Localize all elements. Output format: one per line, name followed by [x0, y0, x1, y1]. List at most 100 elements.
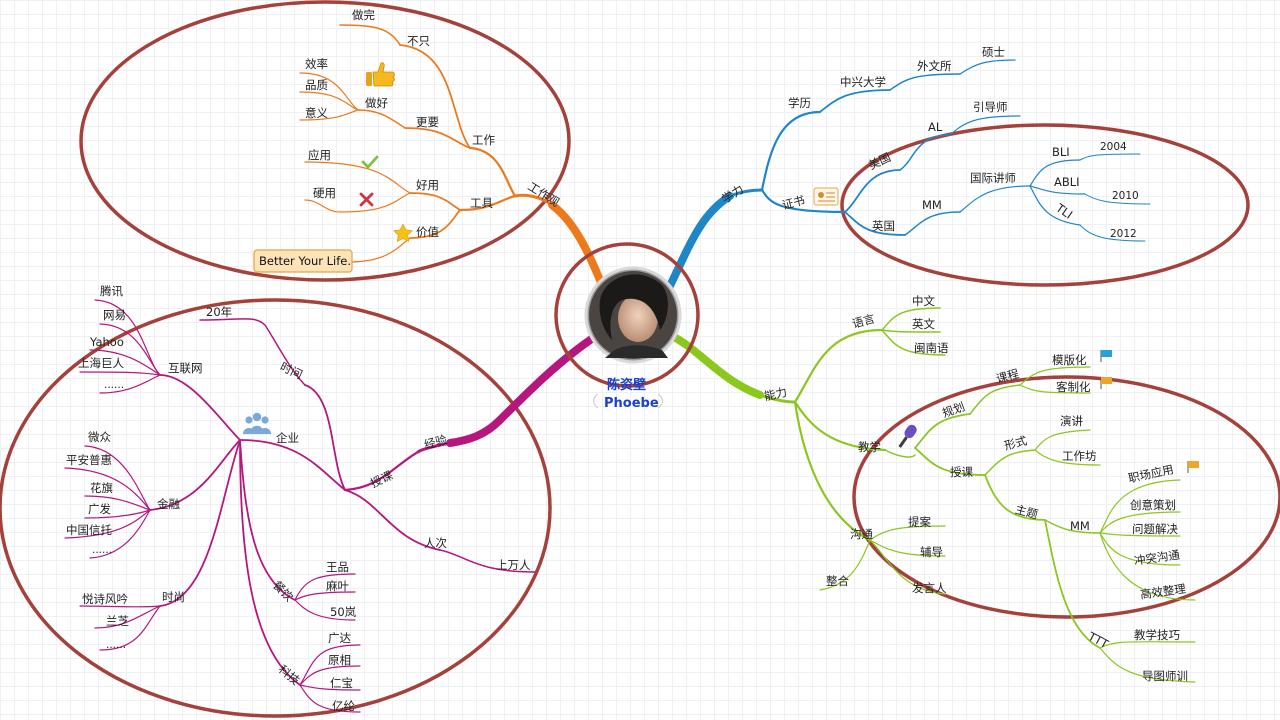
label-finance: 金融 — [157, 497, 180, 511]
flag-icon-custom — [1100, 377, 1112, 389]
label-education: 学力 — [719, 182, 746, 206]
label-ability: 能力 — [763, 385, 788, 403]
label-teach: 教学 — [858, 440, 881, 454]
label-wangpin: 王品 — [326, 560, 349, 574]
tagline-text: Better Your Life. — [259, 254, 351, 268]
label-facilitator: 引导师 — [973, 100, 1008, 114]
label-tools: 工具 — [470, 196, 493, 210]
label-quality: 品质 — [305, 78, 328, 92]
highlight-ellipse-teaching — [852, 375, 1280, 619]
label-abli: ABLI — [1054, 175, 1080, 189]
label-mayou: 麻叶 — [326, 579, 349, 593]
highlight-ellipse-experience — [0, 298, 552, 718]
label-2010: 2010 — [1112, 190, 1139, 202]
label-meaning: 意义 — [305, 106, 328, 120]
people-group-icon — [243, 412, 271, 434]
cross-icon — [359, 192, 374, 207]
branch-ability-lines — [668, 307, 1196, 683]
highlight-ellipse-worldview — [79, 0, 571, 282]
label-more-3: ...... — [106, 639, 126, 651]
central-ring — [554, 242, 700, 388]
branch-experience-labels: 经验 20年 时间 企业 互联网 腾讯 网易 Yahoo 上海巨人 ......… — [66, 284, 531, 713]
label-custom: 客制化 — [1056, 380, 1091, 394]
label-topic: 主题 — [1014, 502, 1040, 522]
microphone-icon — [898, 424, 917, 448]
label-usable: 好用 — [416, 178, 439, 192]
label-fashion: 时尚 — [162, 590, 185, 604]
central-name-cn: 陈资壁 — [607, 377, 646, 393]
label-mentor: 导图师训 — [1142, 669, 1188, 683]
label-lecture: 演讲 — [1060, 414, 1083, 428]
label-more-2: ...... — [92, 544, 112, 556]
label-plan: 规划 — [940, 399, 966, 420]
label-degree: 学历 — [788, 96, 811, 110]
label-sh-giant: 上海巨人 — [78, 356, 124, 370]
label-intl-trainer: 国际讲师 — [970, 171, 1016, 185]
label-skills: 教学技巧 — [1134, 628, 1180, 642]
certificate-icon — [813, 187, 839, 206]
label-coach: 辅导 — [920, 545, 943, 559]
label-zte: 中兴大学 — [840, 75, 886, 89]
branch-education-labels: 学力 学历 中兴大学 外文所 硕士 证书 美国 AL 引导师 英国 MM 国际讲… — [719, 45, 1139, 240]
label-creative: 创意策划 — [1130, 498, 1176, 512]
branch-worldview-labels: 工作观 工作 不只 做完 更要 做好 效率 品质 意义 工具 好用 应用 硬用 … — [305, 8, 562, 239]
label-person-times: 人次 — [424, 536, 447, 550]
branch-worldview-lines — [299, 24, 608, 294]
flag-icon-workplace — [1187, 461, 1199, 473]
label-weizhong: 微众 — [88, 430, 111, 444]
label-bli: BLI — [1052, 145, 1070, 159]
label-not-only: 不只 — [407, 34, 430, 48]
label-language: 语言 — [851, 311, 877, 330]
label-mm-edu: MM — [922, 198, 942, 212]
label-yilun: 亿纶 — [332, 699, 355, 713]
label-organize: 高效整理 — [1139, 581, 1187, 601]
label-workplace: 职场应用 — [1127, 462, 1175, 485]
label-chinese: 中文 — [912, 294, 935, 308]
label-speaker: 发言人 — [912, 581, 947, 595]
label-enterprise: 企业 — [276, 431, 299, 445]
label-yueshi: 悦诗风吟 — [82, 592, 128, 606]
label-minnan: 闽南语 — [914, 341, 949, 355]
label-work: 工作 — [472, 133, 495, 147]
label-netease: 网易 — [103, 308, 126, 322]
label-tens-thousands: 上万人 — [496, 558, 531, 572]
label-al: AL — [928, 120, 943, 134]
label-integrate: 整合 — [826, 574, 849, 588]
flag-icon-modular — [1100, 350, 1112, 362]
label-foreign-lang: 外文所 — [917, 59, 952, 73]
central-name-en: Phoebe — [604, 396, 659, 411]
label-english: 英文 — [912, 317, 935, 331]
label-cgb: 广发 — [88, 502, 111, 516]
label-hard-use: 硬用 — [313, 186, 336, 200]
label-lan50: 50岚 — [330, 605, 357, 619]
label-yahoo: Yahoo — [89, 335, 124, 349]
label-cert: 证书 — [781, 193, 807, 212]
label-deliver: 授课 — [950, 465, 973, 479]
label-well: 做好 — [365, 96, 388, 110]
label-master: 硕士 — [982, 45, 1005, 59]
label-propose: 提案 — [908, 515, 931, 529]
highlight-ellipse-cert — [840, 123, 1250, 287]
label-tencent: 腾讯 — [100, 284, 123, 298]
label-20-years: 20年 — [206, 305, 232, 319]
label-citic: 中国信托 — [66, 523, 112, 537]
branch-ability-labels: 能力 语言 中文 英文 闽南语 教学 规划 课程 模版化 客制化 授课 形式 演… — [763, 294, 1188, 683]
label-mm-ability: MM — [1070, 519, 1090, 533]
central-node[interactable]: 陈资壁 Phoebe — [554, 242, 700, 411]
label-conflict: 冲突沟通 — [1133, 548, 1181, 568]
label-renbao: 仁宝 — [330, 676, 353, 690]
label-uk: 英国 — [872, 219, 895, 233]
label-communicate: 沟通 — [850, 527, 873, 541]
label-pingan: 平安普惠 — [66, 453, 112, 467]
tagline-badge: Better Your Life. — [253, 249, 353, 273]
label-efficiency: 效率 — [305, 57, 328, 71]
label-more: 更要 — [416, 115, 439, 129]
label-2012: 2012 — [1110, 228, 1137, 240]
branch-experience-lines — [64, 299, 600, 713]
label-apply: 应用 — [308, 148, 331, 162]
label-more-1: ...... — [104, 379, 124, 391]
label-done: 做完 — [352, 8, 375, 22]
label-experience: 经验 — [423, 432, 449, 452]
label-time: 时间 — [278, 359, 305, 381]
